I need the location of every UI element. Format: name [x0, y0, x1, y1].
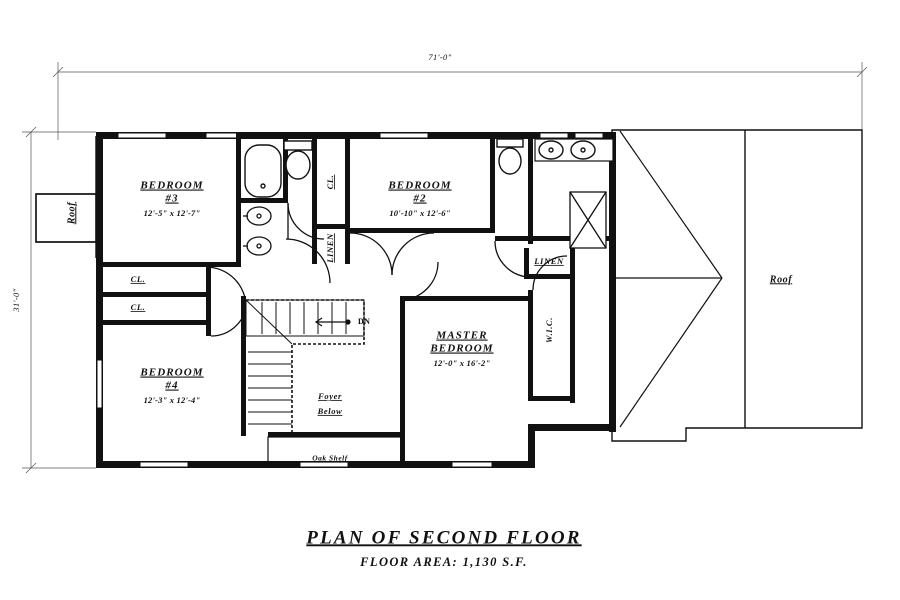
- room-label-bedroom3: BEDROOM #3 12'-5" x 12'-7": [139, 180, 203, 218]
- room-label-bedroom4: BEDROOM #4 12'-3" x 12'-4": [139, 367, 203, 405]
- stair-direction-label: DN: [358, 317, 370, 326]
- dimension-top: [52, 62, 868, 140]
- bedroom4-name: BEDROOM: [139, 367, 203, 379]
- bedroom2-size: 10'-10" x 12'-6": [389, 208, 450, 218]
- shower-stall: [569, 191, 607, 249]
- linen-hall-label: LINEN: [325, 233, 335, 264]
- staircase: [245, 299, 365, 434]
- wic-label: W.I.C.: [544, 317, 554, 343]
- oak-shelf-label: Oak Shelf: [312, 454, 349, 463]
- overall-width-dimension-label: 71'-0": [428, 52, 451, 62]
- linen-master-label: LINEN: [533, 256, 564, 266]
- bedroom4-number: #4: [164, 380, 178, 392]
- windows-left: [96, 359, 103, 409]
- roof-right-outline: [611, 129, 863, 442]
- room-label-master: MASTER BEDROOM 12'-0" x 16'-2": [429, 330, 493, 368]
- stair-direction-arrow: [314, 317, 351, 327]
- toilet-tank-icon: [496, 138, 524, 148]
- interior-walls: [99, 132, 616, 464]
- bedroom3-name: BEDROOM: [139, 180, 203, 192]
- door-swings: [205, 202, 568, 337]
- tub-drain-icon: [260, 183, 266, 189]
- overall-depth-dimension-label: 31'-0": [11, 288, 21, 312]
- oak-shelf-outline: [267, 436, 404, 463]
- roof-left-label: Roof: [66, 201, 77, 225]
- bedroom3-size: 12'-5" x 12'-7": [144, 208, 201, 218]
- plan-subtitle: FLOOR AREA: 1,130 S.F.: [359, 555, 528, 569]
- foyer-line1: Foyer: [317, 391, 342, 401]
- room-label-bedroom2: BEDROOM #2 10'-10" x 12'-6": [387, 180, 451, 218]
- master-name-line1: MASTER: [435, 330, 487, 342]
- bathroom-main-fixtures: [244, 140, 313, 198]
- roof-right-label: Roof: [769, 274, 793, 285]
- bathroom-master-fixtures: [496, 138, 614, 175]
- vanity-sinks-main: [241, 203, 283, 261]
- foyer-line2: Below: [317, 406, 343, 416]
- bedroom3-number: #3: [164, 193, 178, 205]
- stair-outline-dashed: [246, 299, 365, 434]
- closet-bottom-label: CL.: [131, 302, 146, 312]
- closet-top-label: CL.: [131, 274, 146, 284]
- toilet-tank-icon: [283, 140, 313, 151]
- bedroom2-name: BEDROOM: [387, 180, 451, 192]
- bedroom4-size: 12'-3" x 12'-4": [144, 395, 201, 405]
- toilet-bowl-icon: [285, 150, 311, 180]
- toilet-bowl-icon: [498, 147, 522, 175]
- closet-hall-label: CL.: [325, 175, 335, 190]
- dimension-left: [22, 126, 96, 474]
- roof-hip-lines: [612, 130, 723, 428]
- plan-title: PLAN OF SECOND FLOOR: [305, 527, 581, 548]
- master-name-line2: BEDROOM: [429, 343, 493, 355]
- bedroom2-number: #2: [412, 193, 426, 205]
- master-size: 12'-0" x 16'-2": [434, 358, 491, 368]
- foyer-below-label: Foyer Below: [317, 391, 343, 416]
- bathtub-icon: [244, 144, 282, 198]
